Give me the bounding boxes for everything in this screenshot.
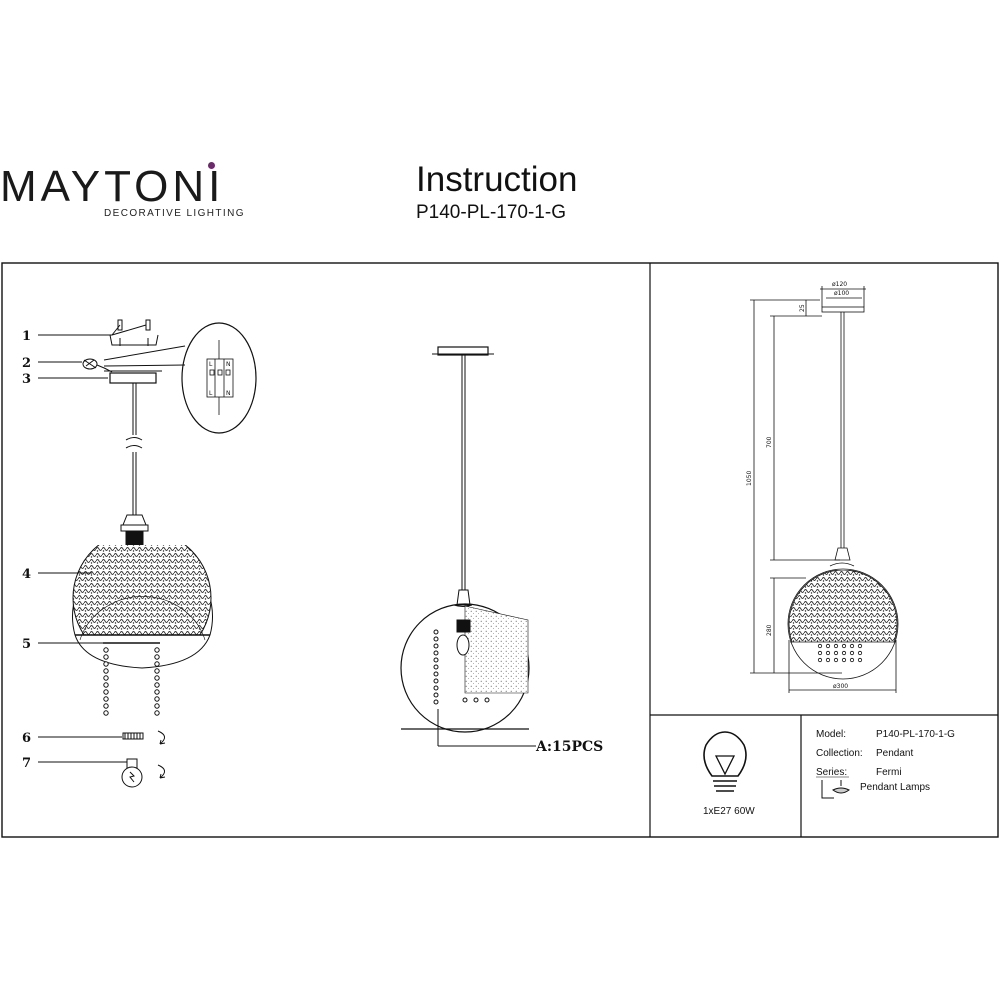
part-number: 4	[22, 567, 31, 582]
dim-canopy-height: 25	[799, 304, 806, 312]
part-number: 7	[22, 756, 31, 771]
spec-collection-value: Pendant	[876, 748, 913, 759]
part-number: 2	[22, 356, 31, 371]
rotate-arrow-icon	[157, 730, 166, 745]
brand-logo: MAYTONI	[0, 162, 225, 211]
logo-dot-icon	[208, 162, 215, 169]
bulb-spec: 1xE27 60W	[703, 806, 755, 817]
spec-collection-label: Collection:	[816, 748, 863, 759]
light-bulb	[121, 758, 143, 788]
spec-table: Model: P140-PL-170-1-G Collection: Penda…	[816, 729, 955, 793]
sheet-frame	[1, 262, 999, 838]
spec-model-value: P140-PL-170-1-G	[876, 729, 955, 740]
terminal-label: N	[226, 390, 231, 397]
dim-canopy-inner: ø100	[834, 290, 849, 297]
part-number: 5	[22, 637, 31, 652]
terminal-label: L	[209, 361, 213, 368]
bulb-icon	[703, 731, 747, 792]
terminal-label: L	[209, 390, 213, 397]
dim-canopy-outer: ø120	[832, 281, 847, 288]
spec-category: Pendant Lamps	[860, 782, 930, 793]
lamp-socket	[120, 514, 149, 546]
dim-total-height: 1050	[746, 471, 753, 486]
spec-model-label: Model:	[816, 729, 846, 740]
part-number: 1	[22, 329, 31, 344]
assembled-view	[400, 346, 536, 747]
terminal-labels: L N L N	[209, 361, 231, 397]
dim-shade-diameter: ø300	[833, 683, 848, 690]
threaded-ring	[122, 732, 144, 740]
document-title: Instruction	[416, 160, 578, 199]
dim-shade-height: 280	[766, 624, 773, 636]
crystal-strands	[103, 647, 160, 716]
part-number: 3	[22, 372, 31, 387]
crystal-grid	[817, 643, 863, 663]
mounting-screws	[109, 319, 159, 346]
pendant-category-icon	[821, 780, 850, 799]
brand-tagline: DECORATIVE LIGHTING	[104, 208, 245, 219]
glass-shade	[72, 545, 213, 669]
crystal-count-note: A:15PCS	[535, 739, 603, 755]
document-code: P140-PL-170-1-G	[416, 202, 566, 223]
spec-series-label: Series:	[816, 767, 847, 778]
dim-cable-length: 700	[766, 436, 773, 448]
crystal-strands-section	[433, 629, 490, 705]
part-numbers: 1 2 3 4 5 6 7	[22, 329, 31, 771]
part-number: 6	[22, 731, 31, 746]
dimension-drawing	[750, 286, 899, 693]
terminal-label: N	[226, 361, 231, 368]
terminal-zoom	[206, 340, 234, 415]
spec-series-value: Fermi	[876, 767, 902, 778]
rotate-arrow-icon-2	[157, 764, 166, 779]
dimension-labels: ø120 ø100 25 700 1050 280 ø300	[746, 281, 849, 690]
exploded-view	[38, 319, 257, 788]
